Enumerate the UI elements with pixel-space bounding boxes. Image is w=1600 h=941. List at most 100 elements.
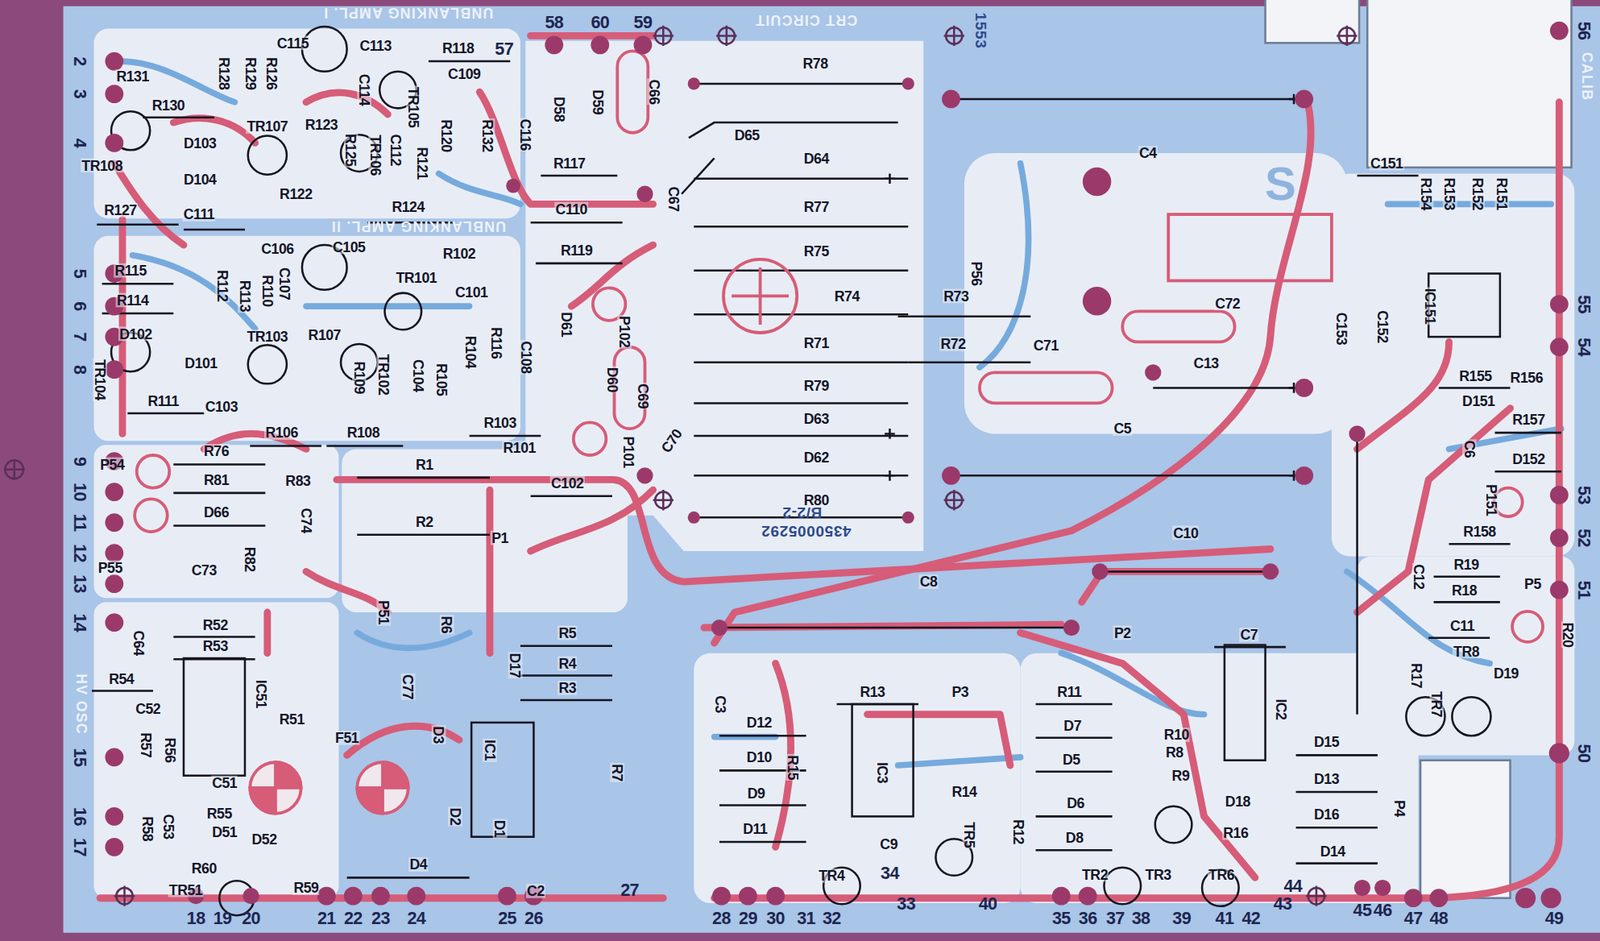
part-label: TR103 <box>245 329 289 345</box>
part-label: IC51 <box>253 678 269 709</box>
part-label: R155 <box>1458 368 1493 383</box>
section-title: HV OSC <box>74 672 89 736</box>
section-title: UNBLANKING AMPL. I <box>322 6 495 21</box>
part-label: D52 <box>250 831 278 846</box>
part-label: R151 <box>1495 176 1510 212</box>
part-label: R53 <box>201 638 229 654</box>
pin-number: 19 <box>211 909 233 928</box>
part-label: R9 <box>1170 768 1190 784</box>
part-label: C12 <box>1412 563 1427 591</box>
part-label: C66 <box>646 78 662 106</box>
copper-trace <box>1020 632 1256 878</box>
part-label: C113 <box>358 38 393 54</box>
part-label: C153 <box>1334 310 1350 346</box>
trimmer-symbol <box>134 50 1543 813</box>
part-label: D9 <box>746 785 766 800</box>
part-label: D58 <box>551 95 567 124</box>
solder-pad <box>1294 466 1314 485</box>
component-outline <box>1224 645 1266 761</box>
part-label: R83 <box>284 473 312 489</box>
part-label: C70 <box>658 425 686 456</box>
part-label: D6 <box>1065 795 1086 811</box>
solder-pad <box>544 35 564 54</box>
trimmer-symbol <box>356 762 408 813</box>
component-outline <box>1296 754 1378 863</box>
pin-number: 26 <box>523 909 544 928</box>
part-label: R116 <box>489 326 505 361</box>
part-label: R130 <box>151 98 187 113</box>
component-outline <box>385 293 423 331</box>
copper-trace <box>306 571 388 613</box>
part-label: R77 <box>802 199 830 215</box>
solder-pad <box>104 84 124 104</box>
pin-number: 60 <box>589 13 610 32</box>
pin-number: 53 <box>1575 484 1593 506</box>
copper-trace <box>336 479 1271 582</box>
part-label: R11 <box>1056 684 1083 700</box>
solder-pad <box>902 77 915 90</box>
pin-number: 17 <box>70 837 89 858</box>
part-label: R81 <box>203 472 231 488</box>
pin-number: 36 <box>1077 909 1099 928</box>
pin-number: 7 <box>70 331 89 343</box>
pin-number: 54 <box>1575 336 1593 357</box>
part-label: IC2 <box>1274 697 1290 722</box>
solder-pad <box>1550 21 1569 41</box>
part-label: TR2 <box>1081 867 1110 883</box>
component-outline <box>1214 175 1562 647</box>
part-label: R5 <box>557 625 577 641</box>
solder-pad <box>104 133 124 153</box>
trimmer-symbol <box>1168 214 1332 281</box>
part-label: R71 <box>802 335 830 351</box>
pin-number: 10 <box>70 481 89 502</box>
pin-number: 5 <box>70 268 89 280</box>
part-label: C5 <box>1112 421 1132 436</box>
part-label: R118 <box>441 41 476 56</box>
part-label: R75 <box>802 244 830 259</box>
copper-trace <box>99 35 1559 898</box>
pin-number: 15 <box>70 746 89 767</box>
solder-pad <box>1348 425 1365 442</box>
part-label: R152 <box>1470 176 1485 212</box>
part-label: C103 <box>203 398 239 414</box>
part-label: P3 <box>950 684 970 700</box>
copper-trace <box>1357 341 1450 449</box>
part-label: R105 <box>435 362 450 398</box>
solder-pad <box>1550 580 1569 600</box>
part-label: P5 <box>1523 576 1542 592</box>
solder-pad <box>1294 378 1314 398</box>
pin-number: 44 <box>1282 877 1303 896</box>
light-trace <box>132 255 256 329</box>
part-label: TR7 <box>1429 690 1444 719</box>
part-label: C101 <box>454 284 490 299</box>
solder-pad <box>1550 337 1569 357</box>
part-label: P151 <box>1484 483 1500 518</box>
component-outline <box>173 464 613 701</box>
solder-pad <box>104 52 124 71</box>
part-label: D7 <box>1062 718 1082 734</box>
part-label: IC151 <box>1423 286 1439 325</box>
pin-number: 3 <box>70 88 89 100</box>
part-label: C112 <box>389 132 404 167</box>
pin-number: 14 <box>70 612 89 633</box>
part-label: P1 <box>490 530 510 546</box>
copper-trace <box>479 91 653 204</box>
solder-pad <box>344 887 363 906</box>
mounting-hole <box>653 489 674 510</box>
part-label: C4 <box>1138 145 1158 161</box>
solder-pad <box>497 887 517 906</box>
solder-pad <box>634 35 653 54</box>
part-label: R114 <box>116 293 150 308</box>
trimmer-symbol <box>573 422 607 456</box>
part-label: TR6 <box>1207 867 1236 883</box>
mounting-hole <box>716 25 737 46</box>
part-label: R123 <box>304 117 340 133</box>
pin-number: 33 <box>895 895 917 914</box>
section-title: CRT CIRCUIT <box>754 12 859 28</box>
light-trace <box>306 302 470 310</box>
component-outline <box>91 636 470 878</box>
pin-number: 40 <box>977 895 998 914</box>
copper-trace <box>306 92 388 115</box>
part-label: R125 <box>344 132 359 168</box>
